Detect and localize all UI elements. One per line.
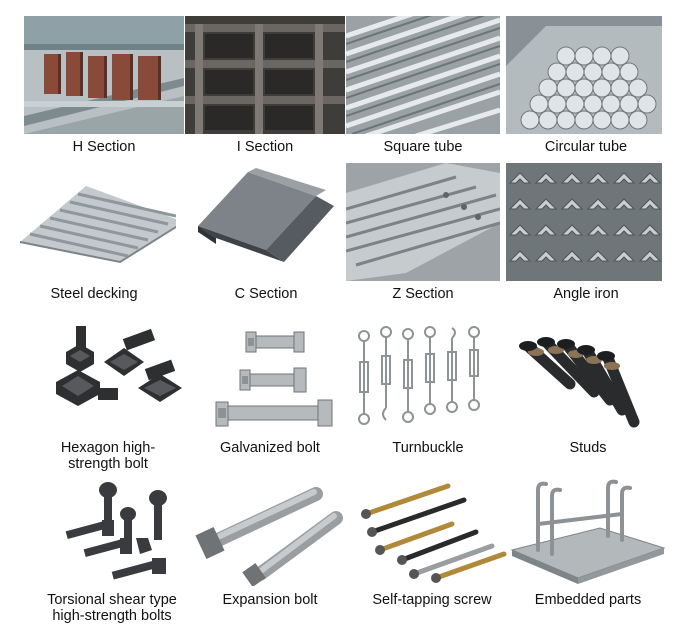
product-c-section[interactable]: C Section [186,166,346,306]
self-tapping-label: Self-tapping screw [372,592,492,608]
z-section-image [346,163,506,281]
embedded-parts-image [508,474,668,586]
steel-decking-image [16,166,176,266]
hexagon-bolt-label-line1: Hexagon high- [60,440,156,456]
product-circular-tube[interactable]: Circular tube [506,16,666,162]
i-section-label: I Section [236,139,294,155]
i-section-image [185,16,345,134]
product-turnbuckle[interactable]: Turnbuckle [348,318,508,474]
product-angle-iron[interactable]: Angle iron [506,163,666,306]
square-tube-label: Square tube [383,139,463,155]
product-h-section[interactable]: H Section [24,16,184,162]
product-expansion-bolt[interactable]: Expansion bolt [190,474,350,626]
product-torsional-bolts[interactable]: Torsional shear type high-strength bolts [32,474,192,626]
turnbuckle-image [348,318,508,430]
turnbuckle-label: Turnbuckle [392,440,464,456]
circular-tube-image [506,16,666,134]
product-square-tube[interactable]: Square tube [346,16,506,162]
c-section-image [186,166,346,276]
hexagon-bolt-image [28,318,188,418]
studs-image [508,318,668,430]
h-section-image [24,16,184,134]
product-hexagon-bolt[interactable]: Hexagon high- strength bolt [28,318,188,474]
c-section-label: C Section [234,286,298,302]
angle-iron-label: Angle iron [553,286,619,302]
torsional-bolts-label-line1: Torsional shear type [47,592,177,608]
product-galvanized-bolt[interactable]: Galvanized bolt [190,318,350,474]
galvanized-bolt-image [190,318,350,428]
studs-label: Studs [569,440,607,456]
z-section-label: Z Section [392,286,454,302]
hexagon-bolt-label-line2: strength bolt [68,456,148,472]
embedded-parts-label: Embedded parts [534,592,642,608]
torsional-bolts-image [32,474,192,586]
product-z-section[interactable]: Z Section [346,163,506,306]
h-section-label: H Section [72,139,136,155]
expansion-bolt-label: Expansion bolt [222,592,318,608]
product-steel-decking[interactable]: Steel decking [16,166,176,306]
square-tube-image [346,16,506,134]
expansion-bolt-image [190,474,350,586]
self-tapping-image [352,474,512,586]
torsional-bolts-label-line2: high-strength bolts [52,608,172,624]
galvanized-bolt-label: Galvanized bolt [220,440,320,456]
circular-tube-label: Circular tube [544,139,628,155]
product-i-section[interactable]: I Section [185,16,345,162]
angle-iron-image [506,163,666,281]
hexagon-bolt-label: Hexagon high- strength bolt [28,440,188,472]
product-embedded-parts[interactable]: Embedded parts [508,474,668,626]
steel-decking-label: Steel decking [50,286,138,302]
torsional-bolts-label: Torsional shear type high-strength bolts [32,592,192,624]
product-self-tapping[interactable]: Self-tapping screw [352,474,512,626]
product-studs[interactable]: Studs [508,318,668,474]
